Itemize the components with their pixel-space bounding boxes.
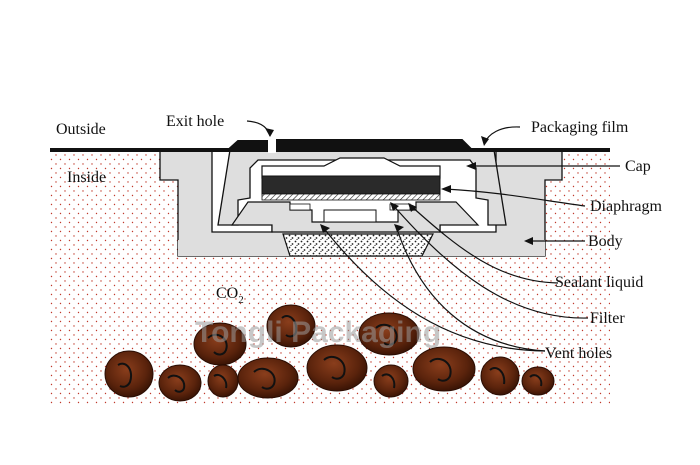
filter [282,233,434,257]
sealant-liquid-layer [261,193,441,201]
label-outside: Outside [56,121,106,138]
vent-hole-left [289,203,311,211]
exit-hole [268,139,276,153]
label-packaging-film: Packaging film [531,119,629,136]
label-cap: Cap [625,158,651,175]
coffee-beans [104,304,555,402]
label-inside: Inside [67,169,106,186]
label-co2: CO2 [216,285,244,306]
label-filter: Filter [590,310,625,327]
label-body: Body [588,233,623,250]
label-vent-holes: Vent holes [545,345,612,362]
co2-subscript: 2 [238,294,244,306]
arrowheads [265,128,533,245]
label-diaphragm: Diaphragm [590,198,663,215]
diaphragm [261,175,441,195]
label-sealant-liquid: Sealant liquid [555,274,643,291]
leader-lines [246,120,620,352]
label-exit-hole: Exit hole [166,113,224,130]
watermark: Tongli Packaging [195,316,441,349]
co2-main: CO [216,285,238,302]
